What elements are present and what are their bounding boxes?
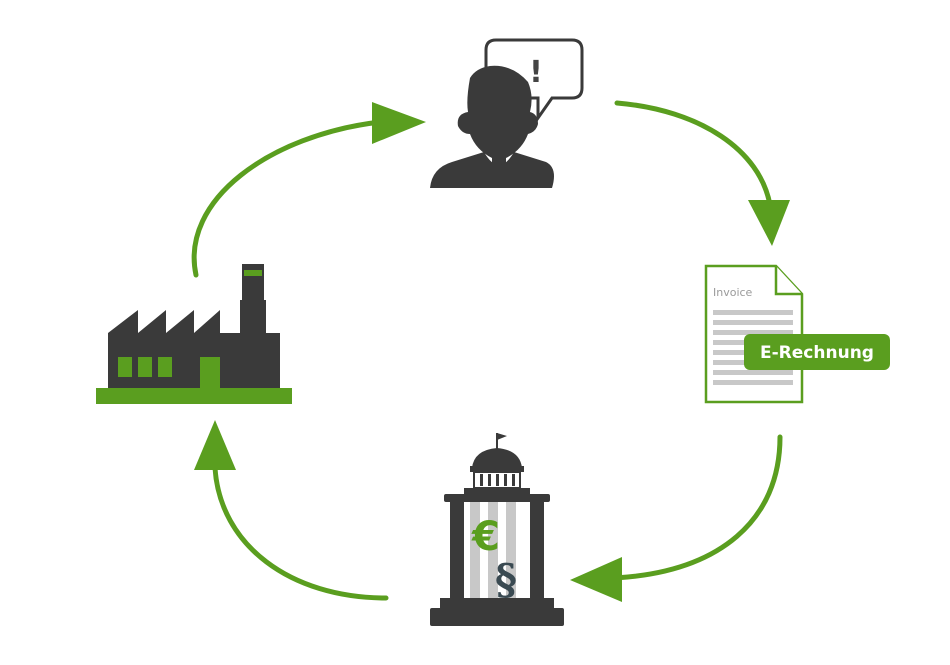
arrow-invoice-to-government — [612, 434, 783, 581]
government-building-icon: € § — [430, 433, 564, 626]
person-icon: ! — [430, 38, 584, 188]
invoice-document-icon: Invoice E-Rechnung — [704, 264, 890, 404]
euro-symbol: € — [471, 514, 500, 560]
speech-bubble-mark: ! — [529, 55, 543, 90]
cycle-arrows — [191, 100, 790, 602]
arrowhead-invoice-to-government — [570, 557, 622, 602]
arrowhead-person-to-invoice — [748, 200, 790, 246]
arrowhead-government-to-factory — [194, 420, 236, 470]
invoice-header-text: Invoice — [713, 286, 753, 299]
factory-icon — [96, 264, 292, 404]
e-rechnung-badge-label: E-Rechnung — [760, 343, 874, 363]
speech-bubble-icon: ! — [484, 38, 584, 123]
paragraph-symbol: § — [495, 555, 517, 604]
arrowhead-factory-to-person — [372, 102, 426, 144]
arrow-person-to-invoice — [614, 100, 773, 208]
e-rechnung-badge: E-Rechnung — [744, 334, 890, 370]
arrow-government-to-factory — [212, 465, 389, 601]
arrow-factory-to-person — [191, 119, 383, 278]
